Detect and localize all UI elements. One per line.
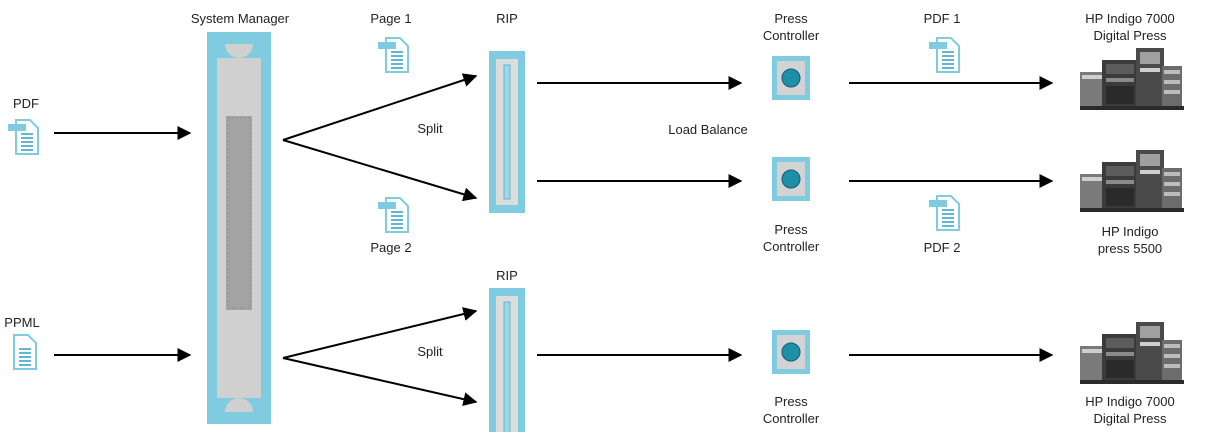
split-arrow-down-bottom [282, 357, 478, 407]
rip-top-label: RIP [496, 11, 518, 26]
printing-press-icon [1080, 322, 1184, 384]
press2-label-line2: press 5500 [1098, 241, 1162, 256]
rip-unit-top [488, 50, 526, 214]
system-manager-label: System Manager [191, 11, 290, 26]
press2-label-line1: HP Indigo [1102, 224, 1159, 239]
press3-label-line2: Digital Press [1094, 411, 1167, 426]
split-label-bottom: Split [417, 344, 443, 359]
press-controller-icon [771, 55, 811, 101]
press-controller-icon [771, 156, 811, 202]
press-controller-2-label-line1: Press [774, 222, 808, 237]
system-manager-server [207, 32, 271, 424]
rip-unit-bottom [488, 287, 526, 432]
rip-bottom-label: RIP [496, 268, 518, 283]
document-icon [929, 196, 959, 230]
split-arrow-up-bottom [282, 307, 478, 359]
press-controller-icon [771, 329, 811, 375]
load-balance-label: Load Balance [668, 122, 748, 137]
page2-label: Page 2 [370, 240, 411, 255]
document-icon [8, 120, 38, 154]
press1-label-line2: Digital Press [1094, 28, 1167, 43]
page1-label: Page 1 [370, 11, 411, 26]
press-controller-3-label-line1: Press [774, 394, 808, 409]
split-arrow-up [282, 73, 478, 141]
document-icon [378, 38, 408, 72]
printing-press-icon [1080, 150, 1184, 212]
press-controller-1-label-line2: Controller [763, 28, 820, 43]
press-controller-1-label-line1: Press [774, 11, 808, 26]
document-icon [929, 38, 959, 72]
press-controller-3-label-line2: Controller [763, 411, 820, 426]
document-icon [13, 334, 37, 370]
split-arrow-down [282, 139, 478, 202]
pdf-input-label: PDF [13, 96, 39, 111]
pdf2-label: PDF 2 [924, 240, 961, 255]
document-icon [378, 198, 408, 232]
split-label-top: Split [417, 121, 443, 136]
printing-press-icon [1080, 48, 1184, 110]
press-controller-2-label-line2: Controller [763, 239, 820, 254]
press1-label-line1: HP Indigo 7000 [1085, 11, 1174, 26]
press3-label-line1: HP Indigo 7000 [1085, 394, 1174, 409]
pdf1-label: PDF 1 [924, 11, 961, 26]
ppml-input-label: PPML [4, 315, 39, 330]
